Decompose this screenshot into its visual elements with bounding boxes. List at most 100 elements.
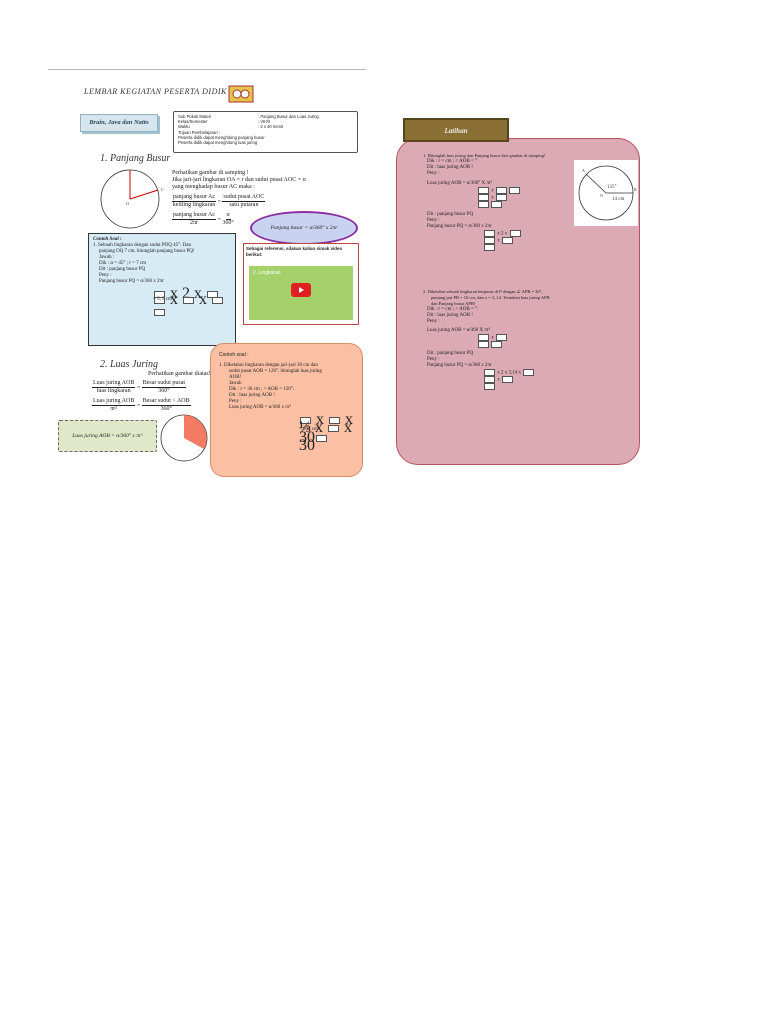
svg-text:O: O — [126, 201, 129, 206]
circle-figure-1: C O — [100, 169, 164, 229]
play-icon[interactable] — [291, 283, 311, 297]
fraction-denominator: 360° — [160, 406, 172, 412]
arc-length-formula: Panjang busur = α/360° x 2πr — [250, 211, 358, 245]
info-key: Kelas/Semester — [178, 119, 208, 125]
section1-heading: 1. Panjang Busur — [100, 153, 171, 164]
exercise-line: 1. Hitunglah luas juring dan Panjang bus… — [423, 153, 546, 158]
svg-text:C: C — [161, 187, 164, 192]
video-player[interactable]: 2. Lingkaran — [249, 266, 353, 320]
svg-text:A: A — [582, 168, 585, 173]
worksheet-title: LEMBAR KEGIATAN PESERTA DIDIK — [84, 87, 227, 96]
top-divider — [48, 69, 366, 70]
example2-line: sudut pusat AOB = 120°. hitunglah luas j… — [229, 369, 322, 374]
exercise-angle-label: 135° — [607, 185, 617, 190]
section1-line: Jika jari-jari lingkaran OA = r dan sudu… — [172, 177, 306, 183]
sector-figure — [160, 414, 208, 462]
exercise-label: Latihan — [403, 118, 509, 142]
fraction-denominator: πr² — [110, 406, 118, 412]
fraction-numerator: Luas juring AOB — [92, 380, 136, 388]
fraction-numerator: panjang busur Ac — [172, 194, 216, 202]
video-title: 2. Lingkaran — [253, 270, 281, 276]
exercise-line: dan Panjang busur APB! — [431, 301, 476, 306]
example2-result: = 942 cm² — [299, 427, 320, 432]
exercise-q2: 2. Diketahui sebuah lingkaran berpusat d… — [423, 289, 623, 390]
subtitle-box: Brain, Java dan Natto — [80, 114, 158, 132]
fraction-numerator: Besar sudut pusat — [141, 380, 187, 388]
example1-line: Peny : — [99, 273, 112, 278]
fraction-numerator: α — [225, 212, 231, 220]
exercise-line: Luas juring AOB = α/360 X πr² — [427, 328, 491, 333]
exercise-line: Peny : — [427, 171, 440, 176]
info-key: Tujuan Pembelajaran : — [178, 129, 220, 135]
exercise-line: Panjang busur PQ = α/360 x 2πr — [427, 363, 492, 368]
video-caption: Sebagai referensi, silakan kalian simak … — [246, 246, 343, 257]
example1-box: Contoh Soal : 1. Sebuah lingkaran dengan… — [88, 233, 236, 346]
section2-heading: 2. Luas Juring — [100, 359, 159, 370]
example1-steps: x 2 x x x = 5, 5 cm — [93, 285, 231, 316]
info-goal: Peserta didik dapat menghitung panjang b… — [178, 134, 265, 140]
example2-line: Peny : — [229, 399, 242, 404]
exercise-line: Dit : panjang busur PQ — [427, 212, 474, 217]
sector-area-formula: Luas juring AOB = α/360° x πr² — [58, 420, 157, 452]
example1-line: 1. Sebuah lingkaran dengan sudut POQ 45°… — [93, 243, 191, 248]
fraction-denominator: keliling lingkaran — [172, 202, 216, 208]
info-goal: Peserta didik dapat menghitung luas juri… — [178, 140, 258, 146]
logo-icon — [228, 85, 254, 103]
fraction-denominator: 2πr — [189, 220, 199, 226]
example1-line: Panjang busur PQ = α/360 x 2πr — [99, 279, 164, 284]
exercise-line: Dit : panjang busur PQ — [427, 351, 474, 356]
exercise-line: Panjang busur PQ = α/360 x 2πr — [427, 224, 492, 229]
exercise-line: Dit : luas juring AOB ! — [427, 313, 473, 318]
exercise-line: x 2 x 3,14 x — [497, 370, 521, 376]
example2-title: Contoh soal : — [219, 352, 249, 358]
exercise-line: Dik : r = cm ; < AOB = °. — [427, 307, 479, 312]
example1-result: = 5, 5 cm — [153, 297, 172, 302]
info-value: : VIII/II — [258, 119, 271, 125]
info-key: Sub Pokok Materi — [178, 114, 212, 119]
info-box: Sub Pokok Materi : Panjang Busur dan Luas… — [173, 111, 358, 153]
fraction-denominator: 360° — [222, 220, 234, 226]
example2-line: Jawab — [229, 381, 242, 386]
exercise-line: panjang jari PB = 10 cm, dan π = 3, 14. … — [431, 295, 550, 300]
exercise-line: Peny : — [427, 218, 440, 223]
example2-line: Luas juring AOB = α/360 x πr² — [229, 405, 291, 410]
exercise-line: Luas juring AOB = α/360° X πr² — [427, 181, 493, 186]
exercise-q1: 1. Hitunglah luas juring dan Panjang bus… — [423, 153, 573, 251]
section1-line: yang menghadap busur AC maka : — [172, 184, 255, 190]
example1-line: panjang OQ 7 cm. hitunglah panjang busur… — [99, 249, 195, 254]
fraction-numerator: Besar sudut < AOB — [141, 398, 191, 406]
svg-text:B: B — [634, 187, 637, 192]
example2-box: Contoh soal : 1. Diketahui lingkaran den… — [210, 343, 363, 477]
section1-line: Perhatikan gambar di samping ! — [172, 170, 249, 176]
example1-line: Dik : α = 45° ; r = 7 cm — [99, 261, 147, 266]
example1-line: Dit : panjang busur PQ — [99, 267, 146, 272]
fraction-numerator: sudut pusat AOC — [222, 194, 266, 202]
info-value: : Panjang Busur dan Luas Juring — [258, 114, 319, 119]
exercise-line: Peny : — [427, 357, 440, 362]
exercise-line: Dit : luas juring AOB ! — [427, 165, 473, 170]
exercise-line: Peny : — [427, 319, 440, 324]
fraction-denominator: luas lingkaran — [96, 388, 131, 394]
exercise-radius-label: 14 cm — [612, 197, 624, 202]
exercise-line: Dik : r = cm ; < AOB = ° — [427, 159, 478, 164]
example2-line: Dik : r = 30 cm ; < AOB = 120°. — [229, 387, 295, 392]
fraction-denominator: satu putaran — [229, 202, 259, 208]
example1-line: Jawab : — [99, 255, 115, 260]
example2-steps: x x 30 ⅓ x x 30 = 942 cm² — [299, 411, 353, 454]
video-panel: Sebagai referensi, silakan kalian simak … — [243, 243, 359, 325]
example1-title: Contoh Soal : — [93, 237, 122, 242]
example2-line: 1. Diketahui lingkaran dengan jari-jari … — [219, 363, 318, 368]
info-value: : 2 x 40 menit — [258, 124, 284, 130]
fraction-numerator: panjang busur Ac — [172, 212, 216, 220]
fraction-denominator: 360° — [158, 388, 170, 394]
info-key: Waktu — [178, 124, 190, 130]
fraction-numerator: Luas juring AOB — [92, 398, 136, 406]
example2-line: Dit : luas juring AOB ! — [229, 393, 275, 398]
example2-line: AOB! — [229, 375, 242, 380]
exercise-circle-figure: A B O 135° 14 cm — [574, 160, 638, 226]
section2-intro: Perhatikan gambar diatas! — [148, 371, 211, 377]
